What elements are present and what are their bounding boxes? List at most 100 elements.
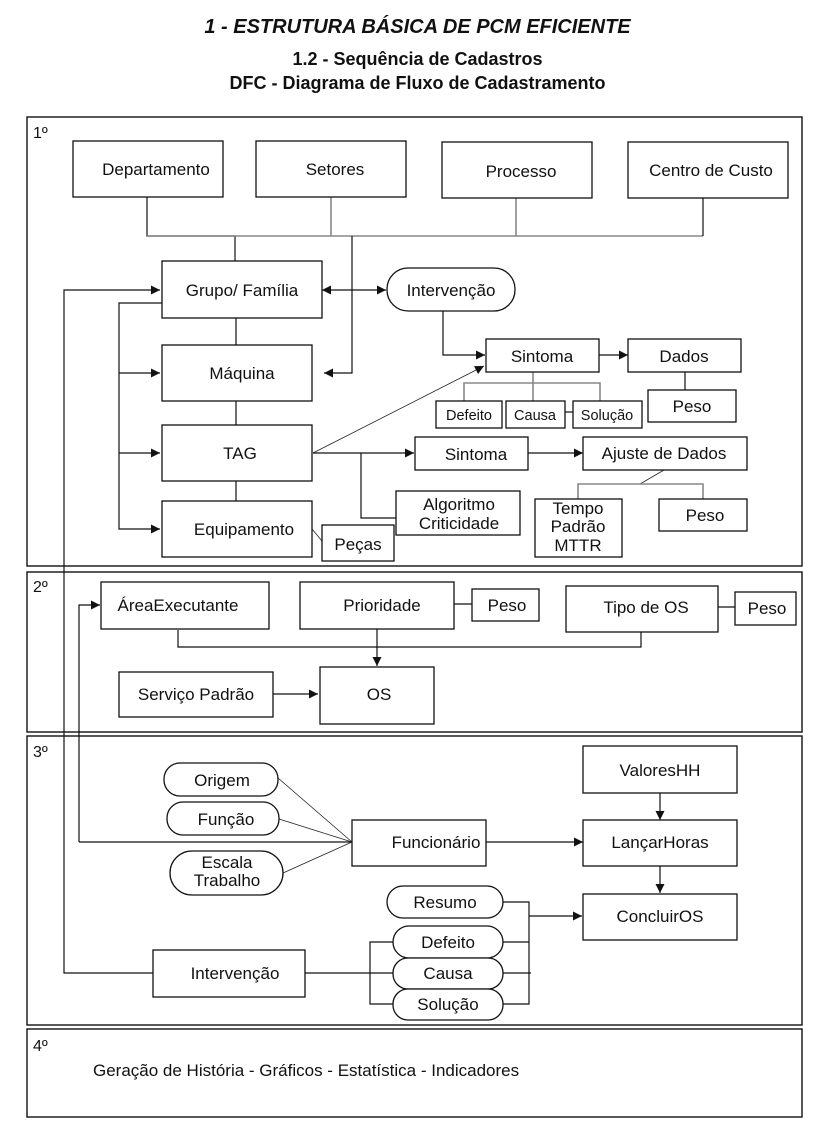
stage-1-label: 1º <box>33 125 48 142</box>
node-resumo[interactable]: Resumo <box>386 885 504 919</box>
node-label: Funcionário <box>392 833 481 852</box>
node-label: Intervenção <box>191 964 280 983</box>
arrow-to-maquina-right <box>324 236 353 378</box>
node-tag[interactable]: TAG <box>161 424 313 482</box>
connector-departamento <box>146 197 236 261</box>
node-sintoma-1[interactable]: Sintoma <box>485 338 600 373</box>
node-area-executante[interactable]: ÁreaExecutante <box>100 581 270 630</box>
node-label: Peso <box>488 596 527 615</box>
node-label: Dados <box>659 347 708 366</box>
node-label: Departamento <box>102 160 210 179</box>
document-title: 1 - ESTRUTURA BÁSICA DE PCM EFICIENTE <box>204 16 631 38</box>
node-os[interactable]: OS <box>319 666 435 725</box>
node-intervencao-3[interactable]: Intervenção <box>152 949 306 998</box>
node-label: LançarHoras <box>611 833 708 852</box>
stage-4-panel <box>26 1028 803 1118</box>
node-causa-3[interactable]: Causa <box>392 957 504 990</box>
node-defeito-1[interactable]: Defeito <box>435 400 503 429</box>
connector-ajuste <box>639 469 665 485</box>
connector-children-bracket-right <box>503 901 530 1005</box>
node-label-line2: Criticidade <box>419 514 499 533</box>
node-escala-trabalho[interactable]: Escala Trabalho <box>169 850 284 896</box>
connector-escala <box>282 841 353 874</box>
arrow-intervencao-sintoma <box>442 310 485 360</box>
node-label: Causa <box>423 964 473 983</box>
node-label: Defeito <box>421 933 475 952</box>
node-label-line2: Trabalho <box>194 871 260 890</box>
node-centro-custo[interactable]: Centro de Custo <box>627 141 789 199</box>
node-label: Solução <box>581 408 633 424</box>
node-label: Grupo/ Família <box>186 281 299 300</box>
node-servico-padrao[interactable]: Serviço Padrão <box>118 671 274 718</box>
node-tipo-os[interactable]: Tipo de OS <box>565 585 719 633</box>
node-label: Peças <box>334 535 381 554</box>
node-label: Peso <box>686 506 725 525</box>
node-label: Causa <box>514 408 557 424</box>
stage-1-panel <box>26 116 803 567</box>
node-solucao-3[interactable]: Solução <box>392 988 504 1021</box>
node-setores[interactable]: Setores <box>255 140 407 198</box>
node-label: Máquina <box>209 364 275 383</box>
node-label: Origem <box>194 771 250 790</box>
arrow-loop-intervencao-grupo <box>63 285 160 974</box>
arrow-funcionario-area <box>78 600 100 842</box>
stage-3-panel <box>26 735 803 1026</box>
node-ajuste-dados[interactable]: Ajuste de Dados <box>582 436 748 471</box>
node-departamento[interactable]: Departamento <box>72 140 224 198</box>
connector-sintoma-children <box>463 382 601 402</box>
node-tempo-padrao-mttr[interactable]: Tempo Padrão MTTR <box>534 498 623 558</box>
node-label: Prioridade <box>343 596 421 615</box>
node-label: Centro de Custo <box>649 161 773 180</box>
node-valores-hh[interactable]: ValoresHH <box>582 745 738 794</box>
diagram-title: DFC - Diagrama de Fluxo de Cadastramento <box>229 73 606 93</box>
node-solucao-1[interactable]: Solução <box>572 400 643 429</box>
node-peso-ajuste[interactable]: Peso <box>658 498 748 532</box>
node-peso-tipo-os[interactable]: Peso <box>734 591 797 626</box>
node-label: ÁreaExecutante <box>118 596 239 615</box>
node-label: Peso <box>673 397 712 416</box>
node-dados[interactable]: Dados <box>627 338 742 373</box>
node-label: TAG <box>223 444 257 463</box>
node-label: ConcluirOS <box>617 907 704 926</box>
node-pecas[interactable]: Peças <box>321 524 395 562</box>
node-label: Intervenção <box>407 281 496 300</box>
node-label: Sintoma <box>445 445 508 464</box>
arrow-to-equipamento <box>118 302 162 534</box>
node-label-line1: Algoritmo <box>423 495 495 514</box>
stage-2-panel <box>26 571 803 733</box>
node-grupo-familia[interactable]: Grupo/ Família <box>161 260 323 319</box>
node-label: Ajuste de Dados <box>602 444 727 463</box>
node-equipamento[interactable]: Equipamento <box>161 500 313 558</box>
node-processo[interactable]: Processo <box>441 141 593 199</box>
node-prioridade[interactable]: Prioridade <box>299 581 455 630</box>
node-algoritmo-criticidade[interactable]: Algoritmo Criticidade <box>395 490 521 536</box>
arrow-tag-sintoma-top <box>312 365 485 454</box>
node-label-line2: Padrão <box>551 517 606 536</box>
connector-origem <box>277 777 353 843</box>
node-label: Resumo <box>413 893 476 912</box>
node-intervencao-1[interactable]: Intervenção <box>386 267 516 312</box>
node-causa-1[interactable]: Causa <box>505 400 566 429</box>
stage-2-label: 2º <box>33 579 48 596</box>
node-peso-dados[interactable]: Peso <box>647 389 737 423</box>
node-funcao[interactable]: Função <box>166 801 280 836</box>
node-label: Serviço Padrão <box>138 685 254 704</box>
node-peso-prioridade[interactable]: Peso <box>471 588 540 622</box>
node-label: OS <box>367 685 392 704</box>
stage-3-label: 3º <box>33 744 48 761</box>
node-lancar-horas[interactable]: LançarHoras <box>582 819 738 867</box>
connector-equipamento-pecas <box>311 528 323 542</box>
connector-area-tipo <box>177 628 642 648</box>
node-maquina[interactable]: Máquina <box>161 344 313 402</box>
section-subtitle: 1.2 - Sequência de Cadastros <box>292 49 543 69</box>
node-label: Defeito <box>446 408 492 424</box>
node-defeito-3[interactable]: Defeito <box>392 925 504 959</box>
node-sintoma-2[interactable]: Sintoma <box>414 436 529 471</box>
node-concluir-os[interactable]: ConcluirOS <box>582 893 738 941</box>
node-origem[interactable]: Origem <box>163 762 279 797</box>
node-label-line1: Tempo <box>552 499 603 518</box>
node-funcionario[interactable]: Funcionário <box>351 819 487 867</box>
connector-ajuste-children <box>577 483 704 499</box>
node-label: Peso <box>748 599 787 618</box>
